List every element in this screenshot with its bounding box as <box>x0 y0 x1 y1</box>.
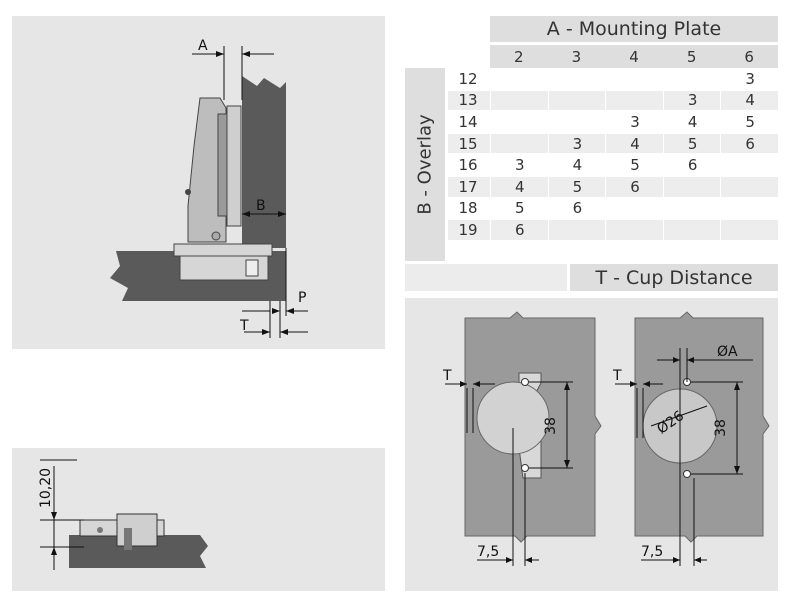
plate-view-panel: 10,20 <box>12 448 385 591</box>
hinge-side-view-drawing: A B P T <box>110 38 308 338</box>
overlay-row-label <box>448 241 488 263</box>
table-cell <box>605 197 664 220</box>
table-cell <box>662 197 722 220</box>
table-footer-cup-distance: T - Cup Distance <box>595 266 753 289</box>
drilling-pattern-panel: T 38 7,5 Ø26 T ØA 38 7,5 <box>405 298 778 591</box>
left-dim-t: T <box>442 368 452 384</box>
table-cell <box>720 240 779 263</box>
table-title-overlay: B - Overlay <box>414 114 436 215</box>
table-cell <box>662 68 722 90</box>
table-cell: 6 <box>662 154 722 176</box>
table-row <box>448 90 778 111</box>
table-row <box>448 220 778 240</box>
overlay-row-label: 17 <box>458 177 478 196</box>
column-header: 4 <box>629 47 639 66</box>
table-cell <box>490 240 549 263</box>
table-cell: 3 <box>605 111 664 133</box>
table-cell <box>662 240 722 263</box>
dim-height-label: 10,20 <box>38 468 54 508</box>
table-cell: 3 <box>490 154 549 176</box>
table-cell: 6 <box>605 176 664 198</box>
left-dim-38: 38 <box>543 417 559 435</box>
table-cell <box>547 240 607 263</box>
table-cell <box>720 176 779 198</box>
side-view-panel: A B P T <box>12 16 385 349</box>
table-cell <box>547 219 607 241</box>
table-cell: 4 <box>490 176 549 198</box>
table-cell <box>490 132 549 155</box>
table-cell <box>720 219 779 241</box>
table-cell: 4 <box>547 154 607 176</box>
column-header: 6 <box>744 47 754 66</box>
table-cell: 3 <box>720 68 779 90</box>
table-row <box>448 241 778 262</box>
mounting-plate <box>173 243 273 257</box>
table-cell <box>490 89 549 112</box>
table-cell <box>605 240 664 263</box>
table-row <box>448 177 778 197</box>
overlay-row-label: 12 <box>458 69 478 88</box>
table-cell: 6 <box>547 197 607 220</box>
table-cell: 4 <box>662 111 722 133</box>
column-header: 5 <box>686 47 697 66</box>
right-dim-t: T <box>612 368 622 384</box>
table-cell: 3 <box>662 89 722 112</box>
column-header: 2 <box>514 47 524 66</box>
table-cell: 5 <box>662 132 722 155</box>
right-dim-38: 38 <box>713 419 729 437</box>
plate-view-drawing: 10,20 <box>38 459 208 570</box>
table-cell: 3 <box>547 132 607 155</box>
table-cell: 5 <box>720 111 779 133</box>
screw <box>124 528 132 550</box>
overlay-row-label: 15 <box>458 134 478 153</box>
table-cell <box>547 89 607 112</box>
overlay-row-label: 18 <box>458 199 478 218</box>
overlay-row-label: 13 <box>458 91 478 110</box>
cabinet-panel <box>69 535 208 568</box>
table-cell: 5 <box>605 154 664 176</box>
right-dim-phi-a: ØA <box>717 344 738 360</box>
table-cell <box>662 176 722 198</box>
table-cell <box>490 111 549 133</box>
table-cell <box>490 68 549 90</box>
table-cell <box>662 219 722 241</box>
table-cell <box>547 68 607 90</box>
overlay-row-label: 16 <box>458 156 478 175</box>
left-dim-7-5: 7,5 <box>477 544 499 560</box>
overlay-row-label: 14 <box>458 112 478 131</box>
drilling-pattern-drawing: T 38 7,5 Ø26 T ØA 38 7,5 <box>442 311 770 566</box>
table-cell: 6 <box>490 219 549 241</box>
table-cell: 5 <box>490 197 549 220</box>
table-row <box>448 133 778 154</box>
table-row <box>448 69 778 89</box>
dim-t-label: T <box>239 318 249 334</box>
overlay-row-label: 19 <box>458 220 478 239</box>
table-cell <box>605 68 664 90</box>
table-cell <box>605 89 664 112</box>
table-cell <box>720 154 779 176</box>
table-cell: 5 <box>547 176 607 198</box>
column-header: 3 <box>571 47 582 66</box>
table-cell: 4 <box>720 89 779 112</box>
right-dim-7-5: 7,5 <box>641 544 663 560</box>
dim-b-label: B <box>256 198 266 214</box>
door-panel <box>242 76 286 248</box>
table-cell <box>605 219 664 241</box>
table-cell <box>720 197 779 220</box>
dim-p-label: P <box>298 290 306 306</box>
table-title-mounting-plate: A - Mounting Plate <box>546 18 722 40</box>
table-cell <box>547 111 607 133</box>
table-cell: 6 <box>720 132 779 155</box>
dim-a-label: A <box>198 38 208 54</box>
table-row <box>448 155 778 175</box>
hinge-cup <box>226 105 242 227</box>
table-row <box>448 112 778 132</box>
table-row <box>448 198 778 219</box>
table-cell: 4 <box>605 132 664 155</box>
hinge-arm <box>187 97 227 243</box>
